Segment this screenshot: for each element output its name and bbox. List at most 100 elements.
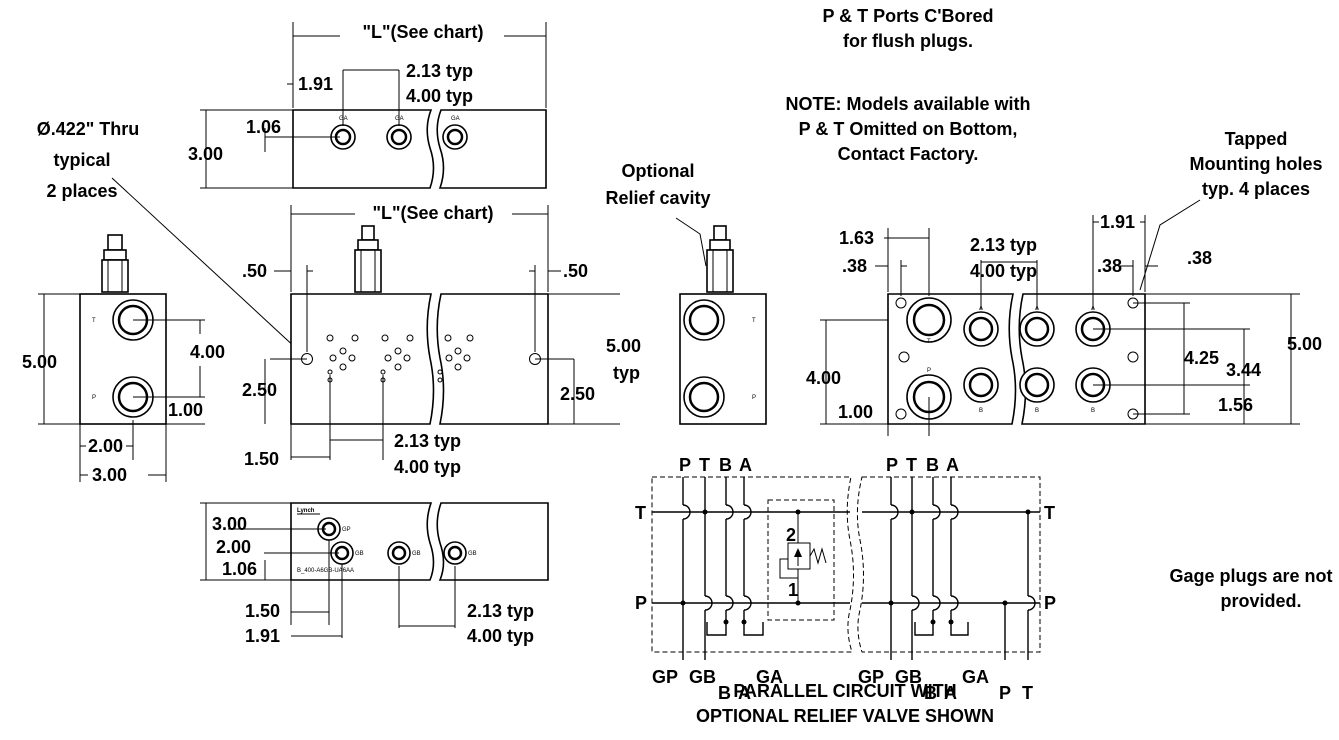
- svg-text:4.00 typ: 4.00 typ: [394, 457, 461, 477]
- svg-text:Tapped: Tapped: [1225, 129, 1288, 149]
- svg-text:1.00: 1.00: [168, 400, 203, 420]
- svg-text:Contact Factory.: Contact Factory.: [838, 144, 979, 164]
- svg-text:P: P: [927, 368, 931, 374]
- svg-text:A: A: [944, 683, 957, 703]
- svg-text:1.00: 1.00: [838, 402, 873, 422]
- right-view: T A A A P B B B 1.63 .38 2.13 typ 4.00 t…: [806, 212, 1322, 436]
- svg-text:A: A: [738, 683, 751, 703]
- svg-text:1.06: 1.06: [222, 559, 257, 579]
- svg-text:4.25: 4.25: [1184, 348, 1219, 368]
- note-gage-plugs: Gage plugs are not provided.: [1169, 566, 1332, 611]
- relief-port-p: [683, 376, 725, 418]
- bottom-port-gb: [330, 541, 354, 565]
- svg-text:2.13 typ: 2.13 typ: [970, 235, 1037, 255]
- svg-text:GP: GP: [342, 527, 351, 533]
- svg-text:Mounting holes: Mounting holes: [1190, 154, 1323, 174]
- schematic-section-1: [680, 477, 764, 660]
- bottom-model-text: B_400-A6GB-UA6AA: [297, 568, 354, 574]
- svg-text:Gage plugs are not: Gage plugs are not: [1169, 566, 1332, 586]
- svg-text:"L"(See chart): "L"(See chart): [362, 22, 483, 42]
- svg-text:Relief cavity: Relief cavity: [605, 188, 710, 208]
- svg-text:1.50: 1.50: [244, 449, 279, 469]
- svg-text:B: B: [1091, 408, 1095, 414]
- svg-text:.38: .38: [1097, 256, 1122, 276]
- svg-text:2.50: 2.50: [242, 380, 277, 400]
- svg-text:5.00: 5.00: [606, 336, 641, 356]
- svg-text:P: P: [1044, 593, 1056, 613]
- svg-text:GB: GB: [412, 551, 421, 557]
- svg-text:GP: GP: [858, 667, 884, 687]
- note-thru-holes: Ø.422" Thru typical 2 places: [37, 119, 140, 201]
- svg-text:2.13 typ: 2.13 typ: [394, 431, 461, 451]
- svg-text:P: P: [92, 395, 96, 401]
- top-port: [386, 124, 412, 150]
- svg-text:T: T: [635, 503, 646, 523]
- svg-text:B: B: [719, 455, 732, 475]
- svg-text:GA: GA: [962, 667, 989, 687]
- svg-text:GA: GA: [451, 116, 460, 122]
- svg-text:T: T: [92, 318, 96, 324]
- svg-text:1: 1: [788, 580, 798, 600]
- svg-text:5.00: 5.00: [1287, 334, 1322, 354]
- svg-text:for flush plugs.: for flush plugs.: [843, 31, 973, 51]
- relief-port-t: [683, 299, 725, 341]
- svg-text:GB: GB: [468, 551, 477, 557]
- svg-text:PARALLEL CIRCUIT WITH: PARALLEL CIRCUIT WITH: [733, 681, 956, 701]
- front-view: "L"(See chart) .50 .50 5.00 typ 2.50 2.5…: [242, 203, 641, 477]
- bottom-view: Lynch B_400-A6GB-UA6AA GP GB GB GB 3.00 …: [200, 502, 549, 646]
- svg-text:T: T: [906, 455, 917, 475]
- right-port-a: [1019, 311, 1055, 347]
- svg-text:T: T: [927, 339, 931, 345]
- svg-text:P: P: [635, 593, 647, 613]
- svg-text:B: B: [924, 683, 937, 703]
- bottom-logo: Lynch: [297, 508, 315, 514]
- svg-text:"L"(See chart): "L"(See chart): [372, 203, 493, 223]
- svg-text:Optional: Optional: [622, 161, 695, 181]
- svg-text:4.00 typ: 4.00 typ: [467, 626, 534, 646]
- note-models: NOTE: Models available with P & T Omitte…: [785, 94, 1030, 164]
- svg-text:2 places: 2 places: [46, 181, 117, 201]
- svg-text:Ø.422" Thru: Ø.422" Thru: [37, 119, 140, 139]
- svg-text:P: P: [679, 455, 691, 475]
- svg-text:1.91: 1.91: [1100, 212, 1135, 232]
- svg-text:provided.: provided.: [1220, 591, 1301, 611]
- svg-text:.38: .38: [842, 256, 867, 276]
- note-pt-ports: P & T Ports C'Bored for flush plugs.: [823, 6, 994, 51]
- leader-thru: [111, 177, 299, 351]
- svg-text:.50: .50: [563, 261, 588, 281]
- svg-text:P: P: [886, 455, 898, 475]
- svg-text:3.44: 3.44: [1226, 360, 1261, 380]
- top-port: [442, 124, 468, 150]
- svg-text:P: P: [752, 395, 756, 401]
- schematic: 2 1: [635, 455, 1056, 703]
- bottom-port-gb: [387, 541, 411, 565]
- schematic-section-2: [888, 477, 1036, 660]
- svg-text:GB: GB: [895, 667, 922, 687]
- svg-text:T: T: [1022, 683, 1033, 703]
- svg-text:4.00: 4.00: [190, 342, 225, 362]
- svg-text:A: A: [739, 455, 752, 475]
- svg-text:3.00: 3.00: [188, 144, 223, 164]
- svg-text:4.00 typ: 4.00 typ: [406, 86, 473, 106]
- svg-text:GB: GB: [689, 667, 716, 687]
- svg-text:T: T: [699, 455, 710, 475]
- leader-relief: [675, 217, 707, 267]
- svg-text:T: T: [752, 318, 756, 324]
- svg-text:B: B: [1035, 408, 1039, 414]
- right-port-t: [906, 297, 952, 343]
- bottom-port-gb: [443, 541, 467, 565]
- right-port-b: [1019, 367, 1055, 403]
- svg-text:P & T Ports C'Bored: P & T Ports C'Bored: [823, 6, 994, 26]
- svg-text:3.00: 3.00: [212, 514, 247, 534]
- svg-text:2.13 typ: 2.13 typ: [406, 61, 473, 81]
- note-tapped-holes: Tapped Mounting holes typ. 4 places: [1190, 129, 1323, 199]
- leader-tapped: [1139, 199, 1201, 291]
- svg-text:2.13 typ: 2.13 typ: [467, 601, 534, 621]
- svg-text:GP: GP: [652, 667, 678, 687]
- svg-text:GB: GB: [355, 551, 364, 557]
- svg-text:2: 2: [786, 525, 796, 545]
- svg-text:2.50: 2.50: [560, 384, 595, 404]
- svg-text:4.00 typ: 4.00 typ: [970, 261, 1037, 281]
- svg-text:OPTIONAL RELIEF VALVE SHOWN: OPTIONAL RELIEF VALVE SHOWN: [696, 706, 994, 726]
